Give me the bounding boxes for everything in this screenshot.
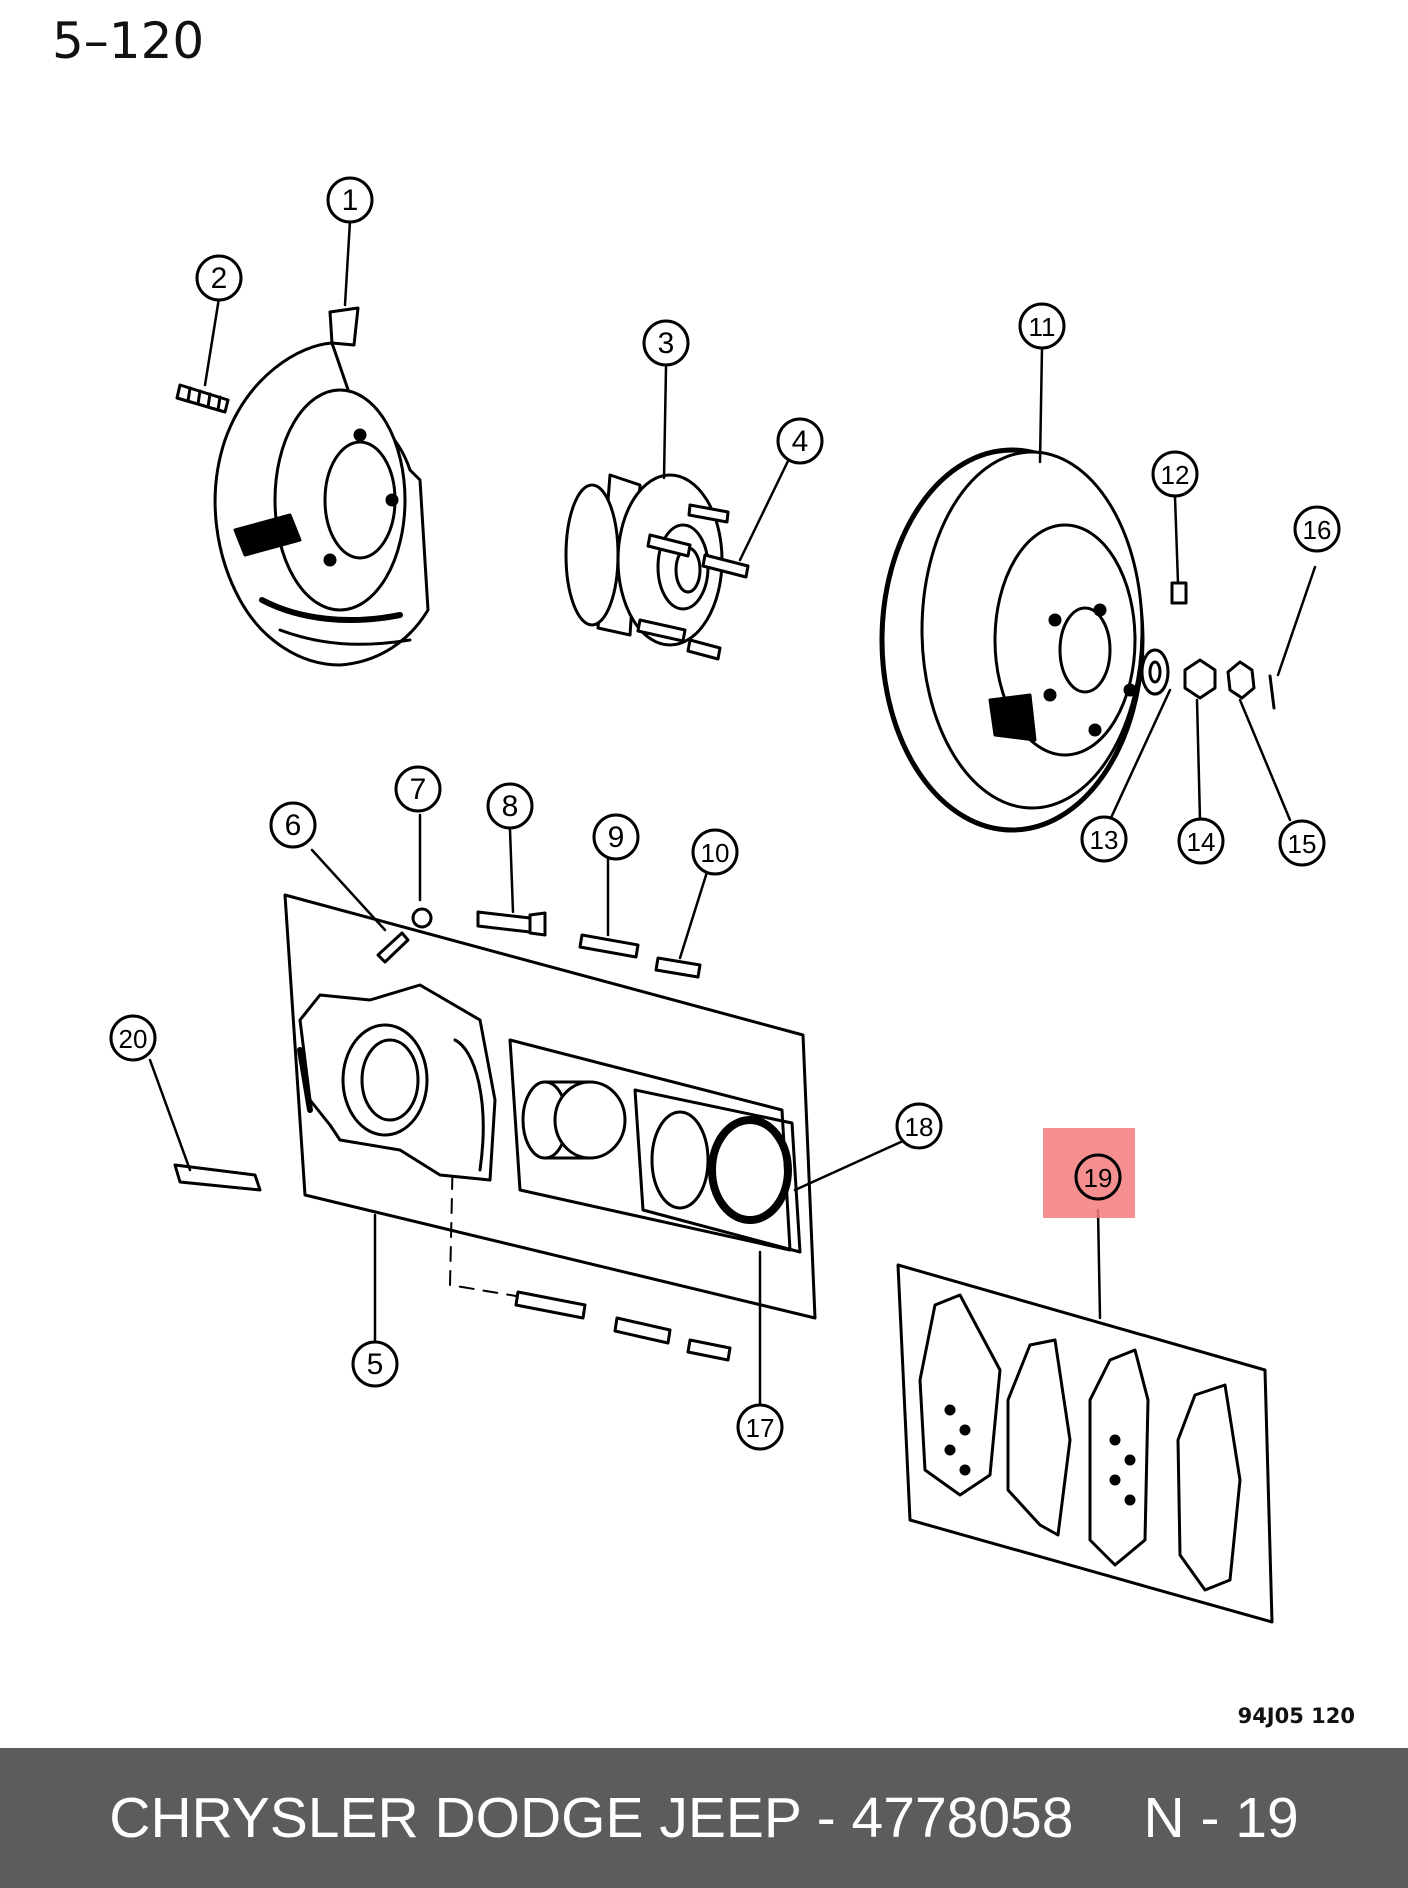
- callout-label: 6: [285, 809, 302, 842]
- callout-label: 3: [658, 327, 675, 360]
- wheel-studs-drawing: [636, 503, 750, 661]
- part-number-text: CHRYSLER DODGE JEEP - 4778058: [109, 1786, 1074, 1850]
- callout-label: 9: [608, 821, 625, 854]
- callout-label: 19: [1084, 1163, 1113, 1193]
- callout-label: 15: [1288, 829, 1317, 859]
- brake-pads-drawing: [918, 1293, 1242, 1592]
- leader-lines: [148, 219, 1317, 1412]
- callout-label: 7: [410, 773, 427, 806]
- callout-8: 8: [486, 782, 534, 830]
- callout-label: 5: [367, 1348, 384, 1381]
- brake-pad-set-frame: [896, 1263, 1274, 1624]
- reference-text: N - 19: [1143, 1786, 1299, 1850]
- callout-13: 13: [1080, 815, 1128, 863]
- callout-17: 17: [736, 1403, 784, 1451]
- caliper-body-drawing: [297, 983, 497, 1182]
- rotor-hardware-drawing: [1140, 581, 1276, 710]
- callout-2: 2: [195, 254, 243, 302]
- callout-label: 12: [1161, 460, 1190, 490]
- callout-10: 10: [691, 828, 739, 876]
- callout-label: 1: [342, 184, 359, 217]
- callout-label: 13: [1090, 825, 1119, 855]
- callout-label: 11: [1029, 312, 1056, 342]
- page-number: 5–120: [52, 12, 205, 70]
- callout-label: 18: [905, 1112, 934, 1142]
- callout-14: 14: [1177, 817, 1225, 865]
- callout-11: 11: [1018, 302, 1066, 350]
- callout-5: 5: [351, 1340, 399, 1388]
- callout-label: 16: [1303, 515, 1332, 545]
- seal-kit-frame: [633, 1088, 802, 1254]
- brake-rotor-drawing: [879, 447, 1145, 833]
- figure-code: 94J05 120: [1237, 1704, 1355, 1728]
- callout-1: 1: [326, 176, 374, 224]
- callout-label: 8: [502, 790, 519, 823]
- callout-19: 19: [1074, 1153, 1122, 1201]
- callout-3: 3: [642, 319, 690, 367]
- callout-18: 18: [895, 1102, 943, 1150]
- footer-bar: CHRYSLER DODGE JEEP - 4778058 N - 19: [0, 1748, 1408, 1888]
- callout-20: 20: [109, 1014, 157, 1062]
- callout-7: 7: [394, 765, 442, 813]
- callout-9: 9: [592, 813, 640, 861]
- bolt-drawing: [175, 383, 230, 414]
- anti-rattle-clip-drawing: [173, 1163, 262, 1192]
- callout-6: 6: [269, 801, 317, 849]
- callout-label: 17: [746, 1413, 775, 1443]
- dust-shield-drawing: [213, 306, 430, 667]
- callout-label: 10: [701, 838, 730, 868]
- callout-12: 12: [1151, 450, 1199, 498]
- callout-label: 14: [1187, 827, 1216, 857]
- callout-4: 4: [776, 417, 824, 465]
- callout-label: 20: [119, 1024, 148, 1054]
- callout-label: 2: [211, 262, 228, 295]
- caliper-group-frame: [283, 893, 817, 1320]
- callout-label: 4: [792, 425, 809, 458]
- callout-16: 16: [1293, 505, 1341, 553]
- callout-15: 15: [1278, 819, 1326, 867]
